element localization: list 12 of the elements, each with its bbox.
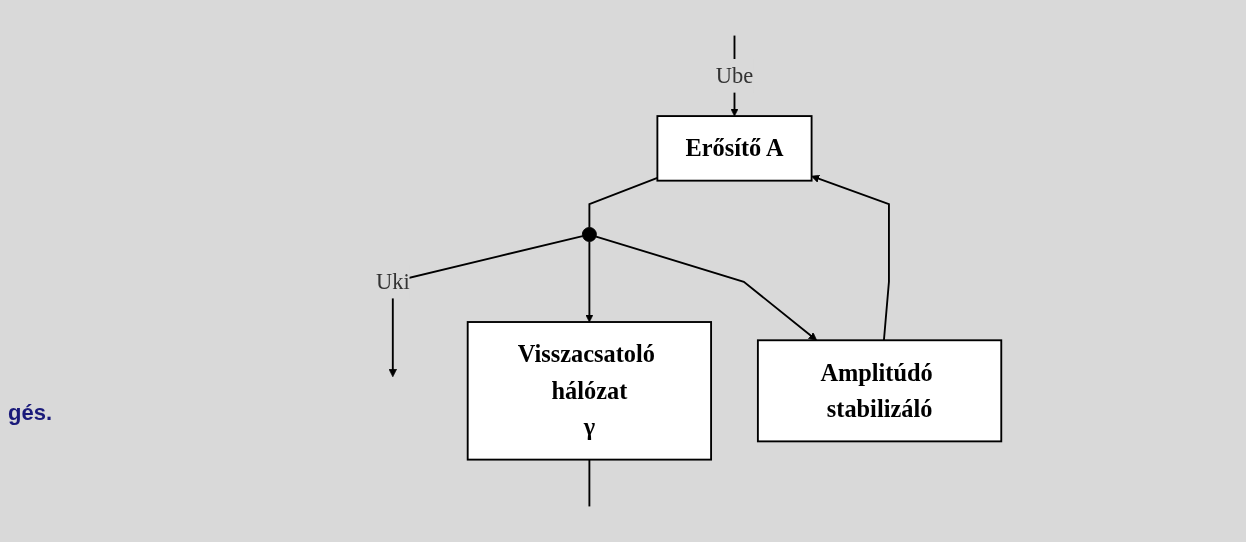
arrow [585, 240, 594, 323]
edge-label: Ube [715, 63, 754, 88]
node-box: Visszacsatoló hálózat γ [466, 321, 712, 461]
arrow [388, 235, 584, 378]
note-text: gés. [8, 400, 53, 426]
node-box: Erősítő A [656, 115, 813, 182]
arrow [811, 174, 890, 342]
arrow [595, 235, 818, 341]
node-box: Amplitúdó stabilizáló [756, 339, 1003, 443]
connector [588, 458, 591, 508]
node-circle [581, 227, 597, 242]
edge-label: Uki [375, 269, 410, 294]
